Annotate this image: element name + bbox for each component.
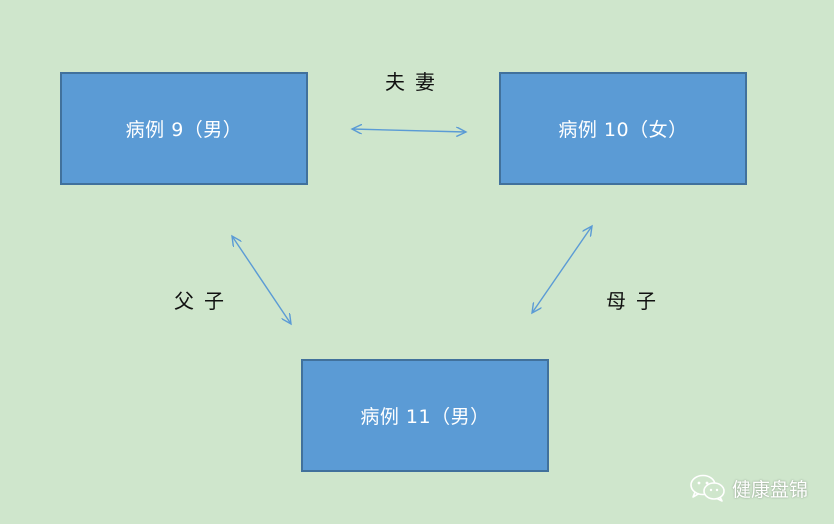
watermark-text: 健康盘锦: [731, 478, 808, 501]
node-case-9-label: 病例 9（男）: [125, 119, 243, 141]
arrow-spouse: [352, 129, 466, 132]
node-case-11: 病例 11（男）: [301, 359, 549, 472]
arrow-father-son: [232, 236, 291, 324]
relation-label-spouse: 夫妻: [385, 70, 445, 94]
wechat-icon: [690, 474, 725, 502]
node-case-9: 病例 9（男）: [60, 72, 308, 185]
relation-label-father-son: 父子: [174, 289, 234, 313]
relation-label-mother-son: 母子: [606, 289, 666, 313]
node-case-10-label: 病例 10（女）: [558, 119, 688, 141]
watermark: 健康盘锦: [690, 474, 808, 502]
node-case-11-label: 病例 11（男）: [360, 406, 490, 428]
node-case-10: 病例 10（女）: [499, 72, 747, 185]
arrow-mother-son: [532, 226, 592, 313]
